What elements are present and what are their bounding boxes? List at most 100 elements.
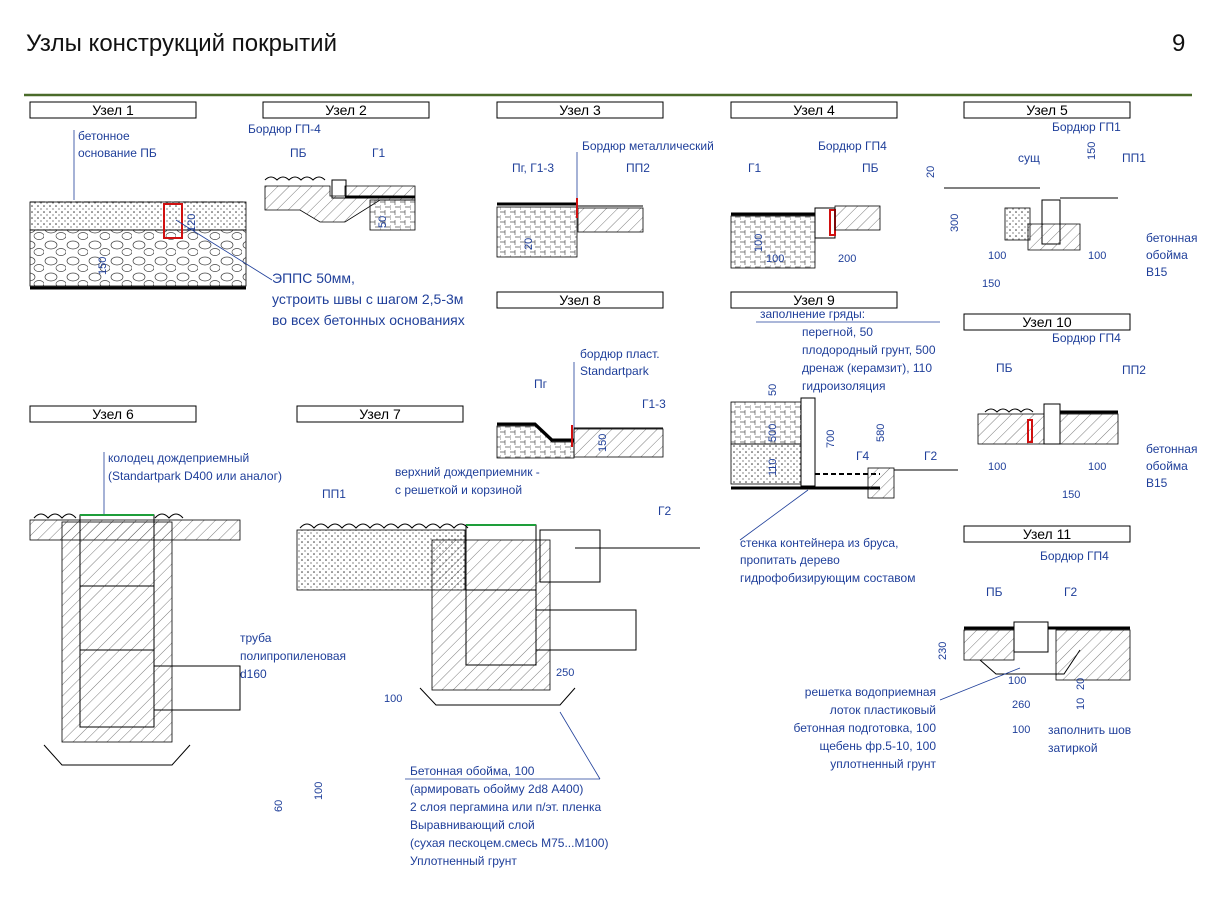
node-11-dim: 260 [1012,699,1030,711]
node-9-label: перегной, 50 [802,325,873,339]
node-1-label: во всех бетонных основаниях [272,312,465,328]
node-11-dim: 230 [937,642,949,660]
node-11-header: Узел 11 [1023,526,1071,542]
node-4-label: ПБ [862,161,879,175]
node-4-dim: 200 [838,253,856,265]
node-4-header: Узел 4 [793,102,835,118]
node-3-label: Пг, Г1-3 [512,161,554,175]
node-6-label: полипропиленовая [240,649,346,663]
node-7-label: Г2 [658,504,671,518]
node-10-dim: 100 [1088,461,1106,473]
node-3-label: Бордюр металлический [582,139,714,153]
node-10-label: ПБ [996,361,1013,375]
node-10-label: В15 [1146,476,1168,490]
node-2-label: ПБ [290,146,307,160]
node-5-label: обойма [1146,248,1188,262]
node-6-label: труба [240,631,272,645]
node-8-label: Пг [534,377,548,391]
node-2-label: Г1 [372,146,385,160]
node-6-dim: 100 [313,782,325,800]
node-11-dim: 10 [1075,698,1087,710]
node-6-label: d160 [240,667,267,681]
notes-line: 2 слоя пергамина или п/эт. пленка [410,800,601,814]
node-11-label: заполнить шов [1048,723,1131,737]
node-1-label: бетонное [78,129,130,143]
notes-line: Уплотненный грунт [410,854,517,868]
node-1: Узел 1 бетонное основание ПБ 120 150 ЭПП… [29,101,465,328]
node-1-label: ЭППС 50мм, [272,270,355,286]
node-9-label: дренаж (керамзит), 110 [802,361,932,375]
node-6-label: колодец дождеприемный [108,451,249,465]
node-9-dim: 580 [875,424,887,442]
node-10: Узел 10 Бордюр ГП4 ПБ ПП2 бетонная обойм… [963,313,1197,501]
node-4-label: Бордюр ГП4 [818,139,887,153]
node-6-dim: 60 [273,800,285,812]
node-5-label: Бордюр ГП1 [1052,120,1121,134]
node-11-label: лоток пластиковый [830,703,936,717]
node-7-header: Узел 7 [359,406,401,422]
node-8-header: Узел 8 [559,292,601,308]
node-8-label: Г1-3 [642,397,666,411]
node-6: Узел 6 колодец дождеприемный (Standartpa… [29,405,346,812]
node-5-dim: 100 [988,250,1006,262]
node-9-label: гидрофобизирующим составом [740,571,915,585]
node-9-dim: 700 [825,430,837,448]
node-10-label: ПП2 [1122,363,1146,377]
node-8-label: Standartpark [580,364,650,378]
notes-line: (армировать обойму 2d8 А400) [410,782,583,796]
node-8-dim: 150 [597,434,609,452]
node-7-dim: 250 [556,667,574,679]
node-7-notes: Бетонная обойма, 100 (армировать обойму … [405,711,608,868]
node-1-dim: 120 [186,214,198,232]
node-1-header: Узел 1 [92,102,134,118]
node-3-dim: 20 [523,238,535,250]
node-2-header: Узел 2 [325,102,367,118]
node-7-dim: 100 [384,693,402,705]
page-number: 9 [1172,30,1186,57]
node-11-label: Г2 [1064,585,1077,599]
notes-line: Бетонная обойма, 100 [410,764,535,778]
node-9-label: гидроизоляция [802,379,885,393]
node-11: Узел 11 Бордюр ГП4 ПБ Г2 230 100 20 10 2… [793,525,1131,771]
node-4: Узел 4 Бордюр ГП4 Г1 ПБ 100 100 200 [730,101,898,269]
node-5-label: ПП1 [1122,151,1146,165]
node-11-label: бетонная подготовка, 100 [793,721,936,735]
node-11-label: затиркой [1048,741,1098,755]
node-10-label: обойма [1146,459,1188,473]
node-7: Узел 7 верхний дождеприемник - с решетко… [296,405,700,706]
node-4-label: Г1 [748,161,761,175]
node-9-label: пропитать дерево [740,553,840,567]
node-9-label: плодородный грунт, 500 [802,343,936,357]
node-10-dim: 150 [1062,489,1080,501]
node-4-dim: 100 [753,234,765,252]
node-7-label: с решеткой и корзиной [395,483,522,497]
node-9-dim: 50 [767,384,779,396]
node-5-label: бетонная [1146,231,1197,245]
node-2-dim: 50 [377,216,389,228]
node-9-label: заполнение гряды: [760,307,865,321]
node-9-header: Узел 9 [793,292,835,308]
page-title: Узлы конструкций покрытий [26,30,337,57]
node-3: Узел 3 Бордюр металлический Пг, Г1-3 ПП2… [496,101,714,258]
node-5-dim: 100 [1088,250,1106,262]
node-5: Узел 5 Бордюр ГП1 сущ ПП1 20 300 150 бет… [925,101,1197,290]
node-11-label: Бордюр ГП4 [1040,549,1109,563]
node-10-header: Узел 10 [1022,314,1072,330]
node-2: Узел 2 Бордюр ГП-4 ПБ Г1 50 [248,101,430,231]
node-1-dim: 150 [97,257,109,275]
node-11-label: ПБ [986,585,1003,599]
node-8: Узел 8 бордюр пласт. Standartpark Пг Г1-… [496,291,666,459]
node-5-header: Узел 5 [1026,102,1068,118]
node-11-dim: 100 [1008,675,1026,687]
node-11-label: щебень фр.5-10, 100 [820,739,937,753]
node-11-dim: 100 [1012,724,1030,736]
node-3-header: Узел 3 [559,102,601,118]
node-5-dim: 20 [925,166,937,178]
node-9-dim: 500 [767,424,779,442]
node-6-header: Узел 6 [92,406,134,422]
node-11-label: решетка водоприемная [805,685,936,699]
node-5-dim: 150 [982,278,1000,290]
node-1-label: устроить швы с шагом 2,5-3м [272,291,463,307]
